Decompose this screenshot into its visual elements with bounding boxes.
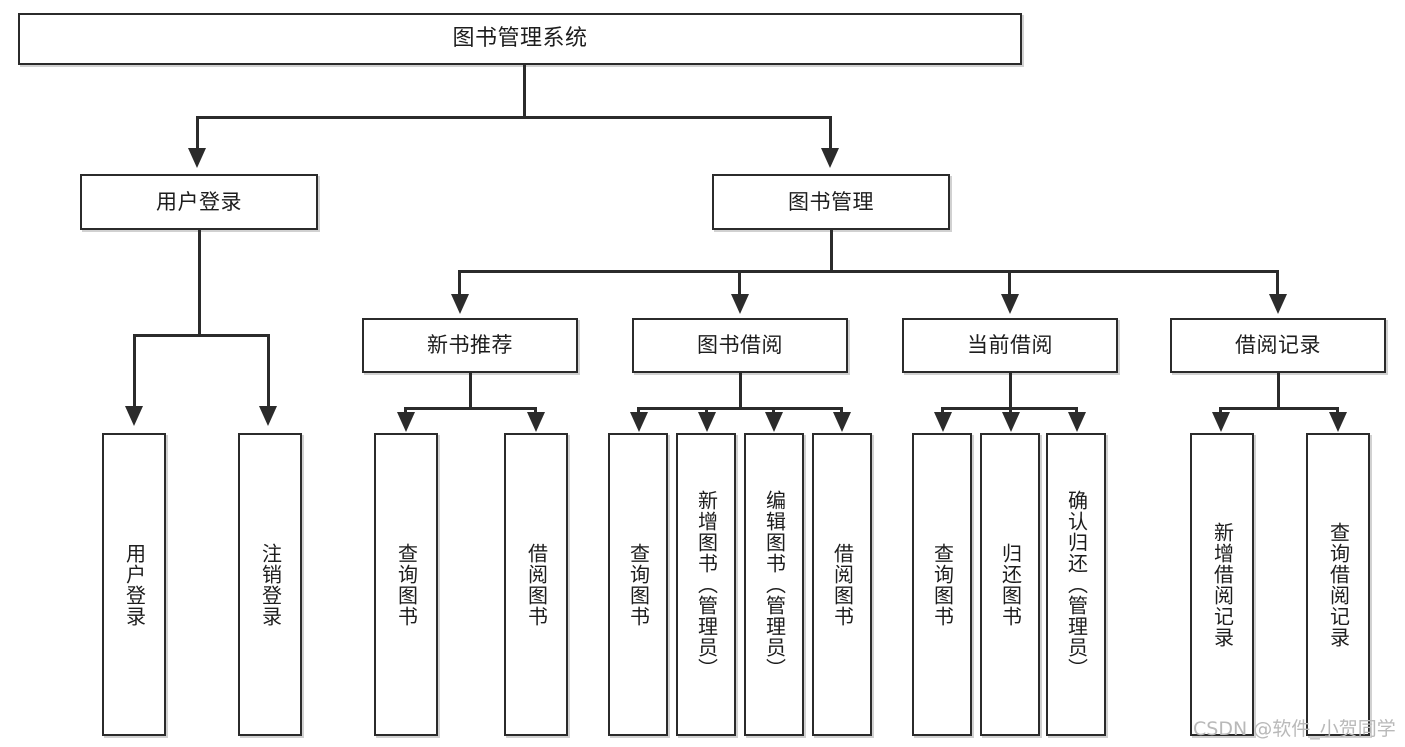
node-new-book-recommend[interactable]: 新书推荐 [362,318,578,373]
arrowhead-leaf-query-book-2 [630,412,648,432]
node-book-manage[interactable]: 图书管理 [712,174,950,230]
connector-user-login-bar [133,334,269,337]
arrowhead-leaf-user-login [125,406,143,426]
connector-book-manage-stem [830,230,833,272]
connector-borrow-record-bar [1219,407,1339,410]
csdn-watermark: CSDN @软件_小贺同学 [1193,718,1396,740]
arrowhead-leaf-confirm-return [1068,412,1086,432]
node-current-borrow[interactable]: 当前借阅 [902,318,1118,373]
leaf-user-logout[interactable]: 注销登录 [238,433,302,736]
arrowhead-book-manage [821,148,839,168]
arrowhead-leaf-borrow-book-2 [833,412,851,432]
leaf-borrow-book-1-label: 借阅图书 [524,542,549,627]
connector-user-login-stem [198,230,201,336]
node-user-login-label: 用户登录 [156,189,242,214]
arrowhead-leaf-edit-book [765,412,783,432]
arrowhead-leaf-return-book [1002,412,1020,432]
node-root[interactable]: 图书管理系统 [18,13,1022,65]
leaf-query-book-3-label: 查询图书 [930,542,955,627]
connector-book-manage-bar [458,270,1279,273]
leaf-query-book-1[interactable]: 查询图书 [374,433,438,736]
connector-book-borrow-stem [739,373,742,409]
connector-to-current-borrow [1008,270,1011,296]
connector-current-borrow-stem [1009,373,1012,409]
arrowhead-leaf-add-record [1212,412,1230,432]
leaf-borrow-book-2-label: 借阅图书 [830,542,855,627]
connector-new-book-recommend-stem [469,373,472,409]
connector-root-to-user-login [196,116,199,150]
arrowhead-book-borrow [731,294,749,314]
connector-user-login-left [133,334,136,408]
connector-new-book-recommend-bar [404,407,537,410]
arrowhead-leaf-add-book [698,412,716,432]
node-book-borrow[interactable]: 图书借阅 [632,318,848,373]
node-new-book-recommend-label: 新书推荐 [427,333,513,358]
leaf-add-record-label: 新增借阅记录 [1210,521,1235,648]
leaf-query-record[interactable]: 查询借阅记录 [1306,433,1370,736]
leaf-query-book-2[interactable]: 查询图书 [608,433,668,736]
node-borrow-record[interactable]: 借阅记录 [1170,318,1386,373]
arrowhead-leaf-query-book-3 [934,412,952,432]
connector-root-bar [196,116,832,119]
node-borrow-record-label: 借阅记录 [1235,333,1321,358]
arrowhead-user-login [188,148,206,168]
connector-root-to-book-manage [829,116,832,150]
node-current-borrow-label: 当前借阅 [967,333,1053,358]
arrowhead-leaf-query-record [1329,412,1347,432]
arrowhead-leaf-borrow-book-1 [527,412,545,432]
leaf-query-book-3[interactable]: 查询图书 [912,433,972,736]
leaf-query-record-label: 查询借阅记录 [1326,521,1351,648]
leaf-borrow-book-1[interactable]: 借阅图书 [504,433,568,736]
leaf-add-book-label: 新增图书（管理员） [694,490,719,679]
leaf-edit-book[interactable]: 编辑图书（管理员） [744,433,804,736]
leaf-confirm-return[interactable]: 确认归还（管理员） [1046,433,1106,736]
connector-book-borrow-bar [637,407,841,410]
leaf-borrow-book-2[interactable]: 借阅图书 [812,433,872,736]
leaf-add-book[interactable]: 新增图书（管理员） [676,433,736,736]
leaf-confirm-return-label: 确认归还（管理员） [1064,490,1089,679]
arrowhead-new-book-recommend [451,294,469,314]
leaf-query-book-2-label: 查询图书 [626,542,651,627]
leaf-query-book-1-label: 查询图书 [394,542,419,627]
node-root-label: 图书管理系统 [452,26,588,52]
arrowhead-borrow-record [1269,294,1287,314]
connector-to-book-borrow [738,270,741,296]
leaf-return-book[interactable]: 归还图书 [980,433,1040,736]
connector-borrow-record-stem [1277,373,1280,409]
arrowhead-current-borrow [1001,294,1019,314]
connector-to-borrow-record [1276,270,1279,296]
arrowhead-leaf-query-book-1 [397,412,415,432]
node-book-borrow-label: 图书借阅 [697,333,783,358]
leaf-user-login-label: 用户登录 [122,542,147,627]
leaf-return-book-label: 归还图书 [998,542,1023,627]
node-book-manage-label: 图书管理 [788,189,874,214]
leaf-edit-book-label: 编辑图书（管理员） [762,490,787,679]
leaf-user-logout-label: 注销登录 [258,542,283,627]
connector-to-new-book-recommend [458,270,461,296]
leaf-add-record[interactable]: 新增借阅记录 [1190,433,1254,736]
leaf-user-login[interactable]: 用户登录 [102,433,166,736]
node-user-login[interactable]: 用户登录 [80,174,318,230]
connector-root-stem [523,65,526,118]
arrowhead-leaf-user-logout [259,406,277,426]
connector-user-login-right [267,334,270,408]
